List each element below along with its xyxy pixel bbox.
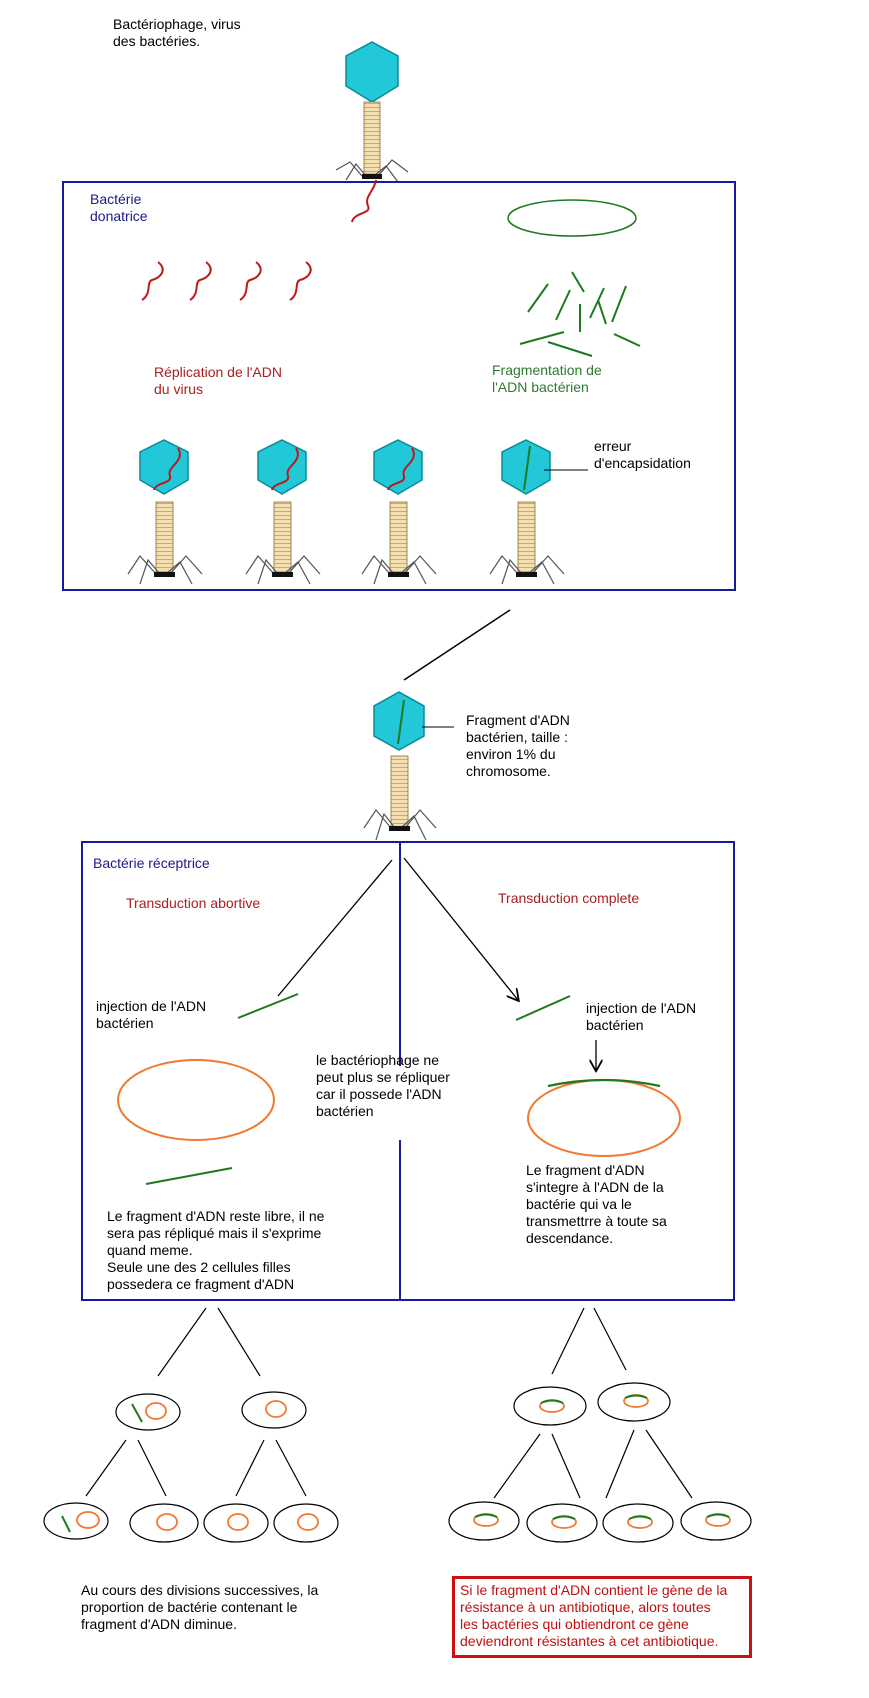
inject-left-line: injection de l'ADN bbox=[96, 998, 207, 1014]
recipient-bacterium-box bbox=[81, 841, 735, 1301]
resistance-note-line: deviendront résistantes à cet antibiotiq… bbox=[460, 1633, 719, 1649]
recipient-title: Bactérie réceptrice bbox=[93, 855, 210, 871]
abortive-bacterium-chromosome bbox=[117, 1059, 275, 1141]
middle-note-line: le bactériophage ne bbox=[316, 1052, 439, 1068]
fragmentation-label-line: Fragmentation de bbox=[492, 362, 602, 378]
complete-note-line: descendance. bbox=[526, 1230, 614, 1246]
injected-viral-dna bbox=[351, 179, 377, 223]
fragmentation-label: Fragmentation de l'ADN bactérien bbox=[492, 362, 602, 396]
antibiotic-resistance-note: Si le fragment d'ADN contient le gène de… bbox=[452, 1576, 752, 1658]
middle-note-line: bactérien bbox=[316, 1103, 374, 1119]
middle-note: le bactériophage ne peut plus se répliqu… bbox=[316, 1052, 450, 1120]
complete-note-line: s'integre à l'ADN de la bbox=[526, 1179, 664, 1195]
inject-right-line: bactérien bbox=[586, 1017, 644, 1033]
replicated-viral-dna bbox=[141, 261, 312, 301]
complete-note-line: transmettrre à toute sa bbox=[526, 1213, 667, 1229]
middle-note-line: car il possede l'ADN bbox=[316, 1086, 442, 1102]
complete-bacterium-chromosome bbox=[527, 1079, 681, 1157]
fragment-note-line: environ 1% du bbox=[466, 746, 556, 762]
abortive-free-fragment bbox=[145, 1167, 233, 1185]
donor-phage-4 bbox=[489, 439, 588, 585]
fragment-note-line: bactérien, taille : bbox=[466, 729, 568, 745]
encapsidation-error-label: erreur d'encapsidation bbox=[594, 438, 691, 472]
complete-lineage-integrated-dna bbox=[474, 1394, 730, 1520]
complete-note-line: bactérie qui va le bbox=[526, 1196, 632, 1212]
complete-injected-dna bbox=[515, 995, 571, 1021]
donor-bacterium-box bbox=[62, 181, 736, 591]
abortive-lineage-chromosomes bbox=[76, 1400, 319, 1531]
inject-right-line: injection de l'ADN bbox=[586, 1000, 697, 1016]
bottom-left-note-line: fragment d'ADN diminue. bbox=[81, 1616, 237, 1632]
donor-phage-3 bbox=[361, 439, 437, 585]
abortive-note-line: sera pas répliqué mais il s'exprime bbox=[107, 1225, 322, 1241]
abortive-injection-line bbox=[277, 859, 393, 997]
inject-left-label: injection de l'ADN bactérien bbox=[96, 998, 206, 1032]
complete-note: Le fragment d'ADN s'integre à l'ADN de l… bbox=[526, 1162, 667, 1247]
abortive-note: Le fragment d'ADN reste libre, il ne ser… bbox=[107, 1208, 324, 1293]
middle-note-line: peut plus se répliquer bbox=[316, 1069, 450, 1085]
resistance-note-line: Si le fragment d'ADN contient le gène de… bbox=[460, 1582, 728, 1598]
connector-line bbox=[403, 609, 511, 681]
donor-phage-2 bbox=[245, 439, 321, 585]
abortive-injected-dna bbox=[237, 993, 299, 1019]
complete-lineage bbox=[448, 1307, 752, 1543]
donor-title: Bactérie donatrice bbox=[90, 191, 148, 225]
abortive-note-line: possedera ce fragment d'ADN bbox=[107, 1276, 295, 1292]
fragmentation-label-line: l'ADN bactérien bbox=[492, 379, 589, 395]
donor-title-line: Bactérie bbox=[90, 191, 142, 207]
top-caption-line: Bactériophage, virus bbox=[113, 16, 241, 32]
bacterial-dna-fragments bbox=[519, 271, 641, 357]
inject-left-line: bactérien bbox=[96, 1015, 154, 1031]
abortive-title: Transduction abortive bbox=[126, 895, 261, 911]
replication-label-line: du virus bbox=[154, 381, 204, 397]
complete-note-line: Le fragment d'ADN bbox=[526, 1162, 645, 1178]
donor-chromosome bbox=[507, 199, 637, 237]
transit-phage bbox=[363, 691, 454, 841]
top-caption-line: des bactéries. bbox=[113, 33, 201, 49]
bottom-left-note: Au cours des divisions successives, la p… bbox=[81, 1582, 318, 1633]
abortive-lineage bbox=[43, 1307, 339, 1543]
replication-label-line: Réplication de l'ADN bbox=[154, 364, 282, 380]
abortive-note-line: Le fragment d'ADN reste libre, il ne bbox=[107, 1208, 325, 1224]
bottom-left-note-line: proportion de bactérie contenant le bbox=[81, 1599, 298, 1615]
encapsidation-error-line: d'encapsidation bbox=[594, 455, 691, 471]
abortive-note-line: Seule une des 2 cellules filles bbox=[107, 1259, 291, 1275]
encapsidation-error-line: erreur bbox=[594, 438, 632, 454]
fragment-note-line: Fragment d'ADN bbox=[466, 712, 570, 728]
fragment-note: Fragment d'ADN bactérien, taille : envir… bbox=[466, 712, 570, 780]
complete-title: Transduction complete bbox=[498, 890, 640, 906]
donor-phage-1 bbox=[127, 439, 203, 585]
resistance-note-line: les bactéries qui obtiendront ce gène bbox=[460, 1616, 689, 1632]
inject-right-label: injection de l'ADN bactérien bbox=[586, 1000, 696, 1034]
complete-injection-arrow bbox=[403, 857, 518, 1000]
integrated-dna bbox=[547, 1078, 661, 1088]
top-phage bbox=[335, 41, 409, 183]
fragment-note-line: chromosome. bbox=[466, 763, 551, 779]
donor-title-line: donatrice bbox=[90, 208, 148, 224]
abortive-lineage-fragments bbox=[61, 1403, 143, 1533]
bottom-left-note-line: Au cours des divisions successives, la bbox=[81, 1582, 319, 1598]
abortive-note-line: quand meme. bbox=[107, 1242, 193, 1258]
resistance-note-line: résistance à un antibiotique, alors tout… bbox=[460, 1599, 711, 1615]
top-caption: Bactériophage, virus des bactéries. bbox=[113, 16, 241, 50]
replication-label: Réplication de l'ADN du virus bbox=[154, 364, 282, 398]
